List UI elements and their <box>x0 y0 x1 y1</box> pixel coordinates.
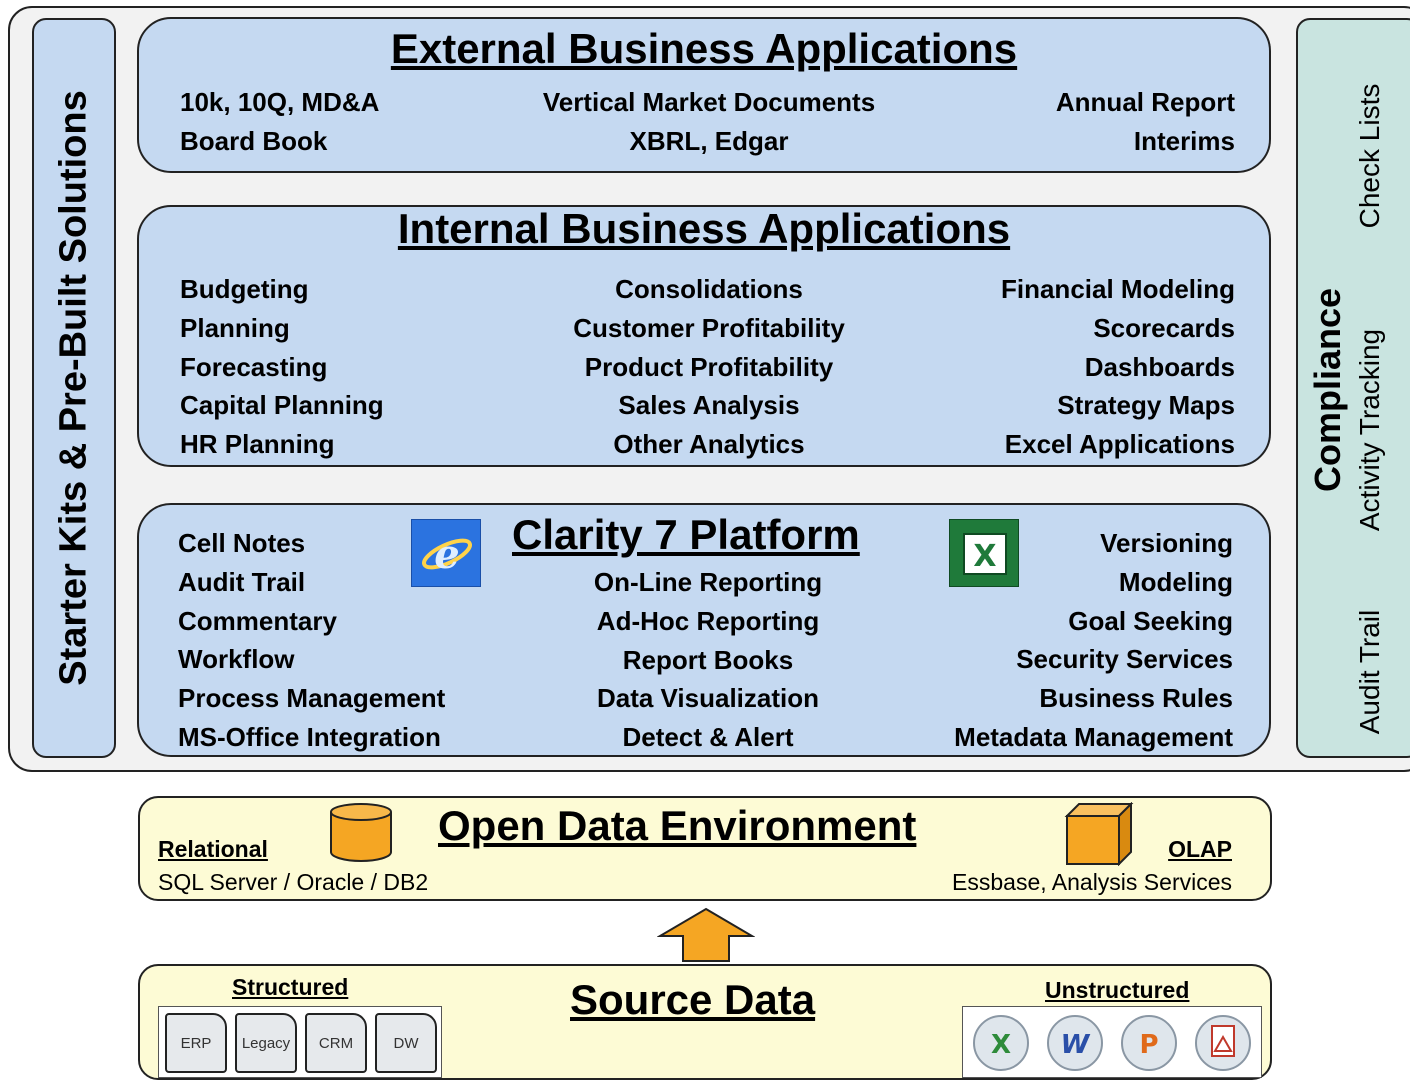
open-data-environment-panel: Open Data Environment Relational SQL Ser… <box>138 796 1272 901</box>
list-item: Interims <box>1133 125 1235 156</box>
list-item: Modeling <box>1118 566 1233 597</box>
unstructured-sources-box: X W P <box>962 1006 1262 1078</box>
svg-text:P: P <box>1139 1030 1158 1060</box>
list-item: Forecasting <box>180 351 328 382</box>
list-item: Scorecards <box>1093 312 1235 343</box>
list-item: Financial Modeling <box>1000 274 1235 304</box>
platform-right-list: Versioning Modeling Goal Seeking Securit… <box>954 524 1233 757</box>
compliance-item: Audit Trail <box>1354 609 1385 735</box>
starter-kits-label: Starter Kits & Pre-Built Solutions <box>52 90 95 686</box>
list-item: Annual Report <box>1055 87 1235 117</box>
compliance-title: Compliance <box>1307 287 1348 493</box>
unstructured-label: Unstructured <box>1045 977 1190 1003</box>
source-data-panel: Source Data Structured Unstructured ERP … <box>138 964 1272 1080</box>
source-label: ERP <box>180 1034 212 1052</box>
list-item: Business Rules <box>1039 683 1233 714</box>
compliance-sidebar: Compliance Check Lists Activity Tracking… <box>1296 18 1410 758</box>
list-item: Data Visualization <box>596 683 820 714</box>
internal-center-list: Consolidations Customer Profitability Pr… <box>573 270 845 464</box>
external-right-list: Annual Report Interims <box>1056 83 1235 161</box>
list-item: Sales Analysis <box>618 390 800 421</box>
list-item: HR Planning <box>180 429 335 460</box>
list-item: Report Books <box>622 644 794 675</box>
svg-text:e: e <box>434 531 459 578</box>
excel-icon: X <box>949 519 1019 587</box>
list-item: Capital Planning <box>180 390 384 421</box>
list-item: On-Line Reporting <box>593 567 823 597</box>
list-item: Excel Applications <box>1004 429 1235 460</box>
olap-label: OLAP <box>1168 836 1232 862</box>
internal-left-list: Budgeting Planning Forecasting Capital P… <box>180 270 384 464</box>
list-item: Product Profitability <box>584 351 834 382</box>
dw-source-icon: DW <box>375 1013 437 1073</box>
internal-apps-title: Internal Business Applications <box>397 205 1011 252</box>
relational-label: Relational <box>158 836 268 862</box>
compliance-item: Check Lists <box>1354 83 1385 229</box>
source-label: Legacy <box>241 1034 291 1052</box>
external-left-list: 10k, 10Q, MD&A Board Book <box>180 83 379 161</box>
source-label: DW <box>393 1034 419 1052</box>
svg-text:W: W <box>1061 1030 1091 1060</box>
list-item: Customer Profitability <box>573 312 845 343</box>
list-item: Workflow <box>178 644 295 675</box>
starter-kits-sidebar: Starter Kits & Pre-Built Solutions <box>32 18 116 758</box>
ode-title: Open Data Environment <box>438 802 917 849</box>
source-label: CRM <box>318 1034 354 1052</box>
platform-title: Clarity 7 Platform <box>512 511 860 558</box>
list-item: Consolidations <box>615 274 803 304</box>
powerpoint-file-icon: P <box>1121 1015 1177 1071</box>
list-item: MS-Office Integration <box>178 721 441 752</box>
list-item: Cell Notes <box>178 528 306 558</box>
list-item: Security Services <box>1016 644 1233 675</box>
list-item: Board Book <box>180 125 328 156</box>
internet-explorer-icon: e <box>411 519 481 587</box>
platform-left-list: Cell Notes Audit Trail Commentary Workfl… <box>178 524 445 757</box>
list-item: Commentary <box>178 605 337 636</box>
olap-desc: Essbase, Analysis Services <box>952 869 1232 895</box>
erp-source-icon: ERP <box>165 1013 227 1073</box>
source-data-title: Source Data <box>570 976 816 1023</box>
list-item: Versioning <box>1100 528 1233 558</box>
platform-panel: Clarity 7 Platform e X Cell Notes Audit … <box>137 503 1271 757</box>
list-item: Goal Seeking <box>1068 605 1233 636</box>
word-file-icon: W <box>1047 1015 1103 1071</box>
list-item: Planning <box>180 312 290 343</box>
list-item: Dashboards <box>1084 351 1235 382</box>
compliance-item: Activity Tracking <box>1354 328 1385 532</box>
olap-cube-icon <box>1064 802 1134 866</box>
list-item: Other Analytics <box>613 429 805 460</box>
up-arrow-icon <box>657 907 755 962</box>
excel-file-icon: X <box>973 1015 1029 1071</box>
relational-desc: SQL Server / Oracle / DB2 <box>158 869 429 895</box>
structured-sources-box: ERP Legacy CRM DW <box>158 1006 442 1078</box>
internal-right-list: Financial Modeling Scorecards Dashboards… <box>1001 270 1235 464</box>
pdf-file-icon <box>1195 1015 1251 1071</box>
external-center-list: Vertical Market Documents XBRL, Edgar <box>543 83 875 161</box>
list-item: Vertical Market Documents <box>542 87 876 117</box>
platform-center-list: On-Line Reporting Ad-Hoc Reporting Repor… <box>594 563 822 757</box>
list-item: Strategy Maps <box>1057 390 1235 421</box>
list-item: Detect & Alert <box>622 722 794 753</box>
svg-text:X: X <box>991 1030 1011 1060</box>
crm-source-icon: CRM <box>305 1013 367 1073</box>
list-item: Audit Trail <box>178 566 306 597</box>
internal-apps-panel: Internal Business Applications Budgeting… <box>137 205 1271 467</box>
list-item: Ad-Hoc Reporting <box>596 605 820 636</box>
list-item: XBRL, Edgar <box>629 125 789 156</box>
legacy-source-icon: Legacy <box>235 1013 297 1073</box>
list-item: Budgeting <box>180 274 309 304</box>
list-item: Metadata Management <box>954 721 1233 752</box>
list-item: Process Management <box>178 683 446 714</box>
database-cylinder-icon <box>330 803 392 862</box>
external-apps-title: External Business Applications <box>390 25 1018 72</box>
list-item: 10k, 10Q, MD&A <box>180 87 380 117</box>
svg-text:X: X <box>973 539 996 574</box>
structured-label: Structured <box>232 974 349 1000</box>
external-apps-panel: External Business Applications 10k, 10Q,… <box>137 17 1271 173</box>
